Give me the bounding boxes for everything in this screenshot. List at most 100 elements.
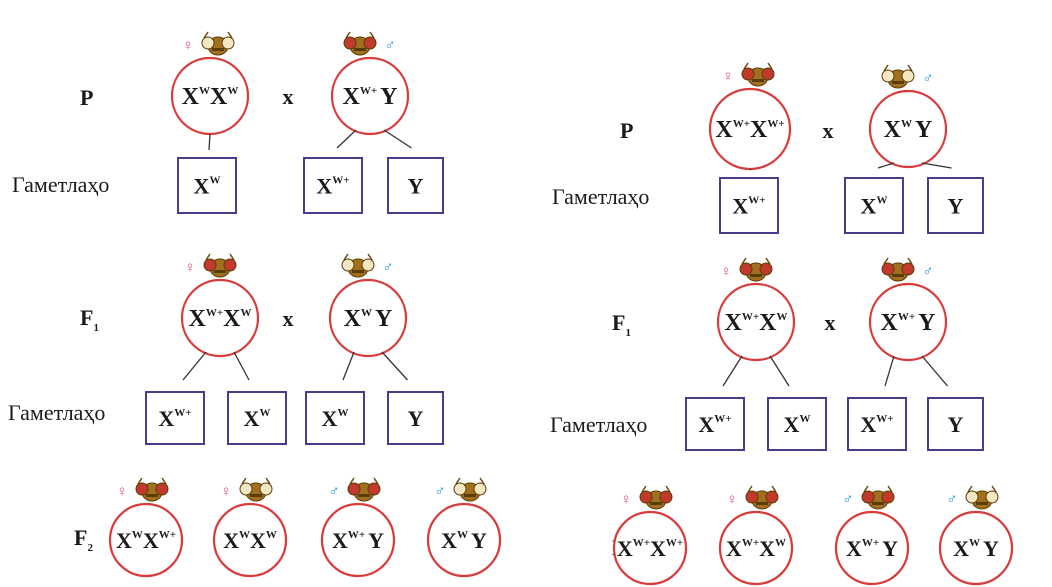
genotype-part: X: [182, 84, 200, 110]
genotype-part: X: [332, 528, 348, 553]
genotype-circle: [716, 282, 796, 362]
genotype-part: P: [620, 118, 633, 143]
fly-antenna: [741, 257, 771, 265]
female-symbol-icon: ♀: [722, 69, 733, 85]
genotype-part: X: [715, 117, 733, 143]
genotype-part: W: [199, 85, 210, 97]
fly-stripe: [872, 502, 884, 505]
genotype-part: X: [784, 412, 800, 437]
connector-line: [233, 351, 250, 381]
connector-line: [769, 355, 790, 387]
fly-stripe: [752, 79, 764, 82]
fly-eye: [203, 258, 217, 272]
generation-label: P: [620, 118, 633, 143]
genotype-part: Y: [948, 412, 964, 437]
fly-white-eye-icon: [239, 477, 273, 502]
genotype-part: W: [776, 311, 787, 323]
fly-eye: [343, 36, 357, 50]
female-symbol-icon: ♀: [720, 264, 731, 280]
genotype-part: W+: [360, 85, 377, 97]
genotype-part: W+: [898, 311, 915, 323]
male-symbol-icon: ♂: [328, 484, 339, 500]
gametes-label: Гаметлаҳо: [8, 400, 105, 425]
fly-antenna: [883, 257, 913, 265]
genotype-part: X: [210, 84, 228, 110]
genotype-part: W+: [633, 537, 650, 549]
genotype-part: W: [132, 529, 143, 541]
genotype-label: XW+XW: [726, 536, 786, 561]
genotype-part: Y: [471, 528, 487, 553]
gamete-label: XW+: [316, 174, 349, 199]
female-symbol-icon: ♀: [184, 260, 195, 276]
genotype-circle: [426, 502, 502, 578]
genotype-part: X: [750, 117, 768, 143]
genotype-part: Y: [368, 528, 384, 553]
gamete-label: XW: [194, 174, 221, 199]
fly-eye: [901, 69, 915, 83]
genotype-part: X: [189, 306, 207, 332]
genotype-part: Y: [380, 84, 397, 110]
genotype-part: X: [732, 194, 748, 219]
fly-stripe: [352, 270, 364, 273]
fly-red-eye-icon: [739, 257, 773, 282]
genotype-part: X: [861, 194, 877, 219]
genotype-part: X: [726, 536, 742, 561]
genotype-part: P: [80, 85, 93, 110]
gamete-box: [927, 177, 984, 234]
fly-stripe: [650, 502, 662, 505]
genotype-part: Y: [915, 117, 932, 143]
genotype-circle: [868, 282, 948, 362]
genotype-label: XW+Y: [846, 536, 898, 561]
genotype-part: W: [876, 195, 887, 207]
genotype-label: XW+Y: [343, 84, 398, 110]
fly-red-eye-icon: [745, 485, 779, 510]
fly-antenna: [343, 253, 373, 261]
genotype-circle: [330, 56, 410, 136]
genotype-part: 2: [87, 542, 93, 554]
genotype-part: X: [322, 406, 338, 431]
gamete-label: Y: [948, 412, 964, 437]
genotype-part: Y: [948, 194, 964, 219]
fly-eye: [367, 482, 381, 496]
fly-antenna: [743, 62, 773, 70]
genotype-part: W: [775, 537, 786, 549]
fly-eye: [881, 262, 895, 276]
fly-eye: [223, 258, 237, 272]
fly-eye: [239, 482, 253, 496]
gamete-label: XW+: [698, 412, 731, 437]
fly-white-eye-icon: [881, 64, 915, 89]
genotype-circle: [612, 510, 688, 586]
connector-line: [182, 351, 207, 381]
genotype-circle: [834, 510, 910, 586]
fly-antenna: [205, 253, 235, 261]
genotype-part: F: [80, 305, 93, 330]
genotype-part: W: [901, 118, 912, 130]
male-symbol-icon: ♂: [922, 71, 933, 87]
genotype-part: X: [250, 528, 266, 553]
female-symbol-icon: ♀: [116, 484, 127, 500]
genotype-part: W: [259, 407, 270, 419]
genotype-part: X: [884, 117, 902, 143]
fly-antenna: [863, 485, 893, 493]
fly-red-eye-icon: [741, 62, 775, 87]
genotype-part: W+: [876, 413, 893, 425]
fly-white-eye-icon: [201, 31, 235, 56]
fly-stripe: [464, 494, 476, 497]
genotype-part: X: [143, 528, 159, 553]
connector-line: [381, 351, 408, 381]
genotype-part: W+: [748, 195, 765, 207]
genotype-part: W: [361, 307, 372, 319]
gametes-label: Гаметлаҳо: [552, 184, 649, 209]
fly-eye: [739, 262, 753, 276]
female-symbol-icon: ♀: [726, 492, 737, 508]
fly-antenna: [349, 477, 379, 485]
genotype-part: W: [799, 413, 810, 425]
gamete-box: [685, 397, 745, 451]
genotype-circle: [108, 502, 184, 578]
fly-stripe: [212, 48, 224, 51]
genotype-part: X: [617, 536, 633, 561]
genotype-label: XW+XW: [189, 306, 252, 332]
genotype-part: W: [969, 537, 980, 549]
gamete-label: Y: [408, 174, 424, 199]
